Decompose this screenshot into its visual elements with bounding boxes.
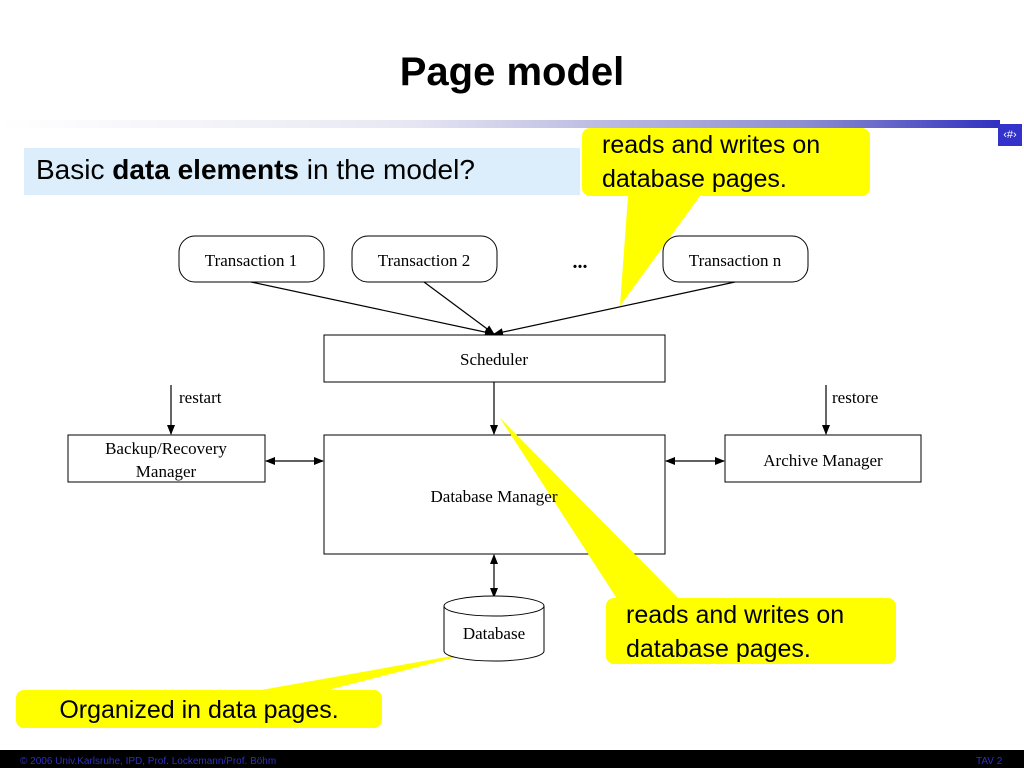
question-text: Basic data elements in the model? xyxy=(36,154,475,186)
page-title: Page model xyxy=(399,50,625,94)
transaction-1-label: Transaction 1 xyxy=(205,251,297,270)
callout-top: reads and writes on database pages. xyxy=(582,128,870,196)
backup-recovery-manager-box xyxy=(67,434,266,483)
transaction-ellipsis: ... xyxy=(573,251,588,273)
scheduler-label: Scheduler xyxy=(460,350,528,369)
callout-bottom: Organized in data pages. xyxy=(16,690,382,728)
archive-manager-box xyxy=(724,434,922,483)
transaction-n-label: Transaction n xyxy=(689,251,782,270)
arrow-tn-scheduler xyxy=(493,281,736,337)
archive-manager-label: Archive Manager xyxy=(763,451,883,470)
callout-right-pointer-overlay xyxy=(500,418,680,600)
callout-right: reads and writes on database pages. xyxy=(606,598,896,664)
backup-recovery-label-line1: Backup/Recovery xyxy=(105,439,227,458)
slide-number: ‹#› xyxy=(998,124,1022,146)
restore-label: restore xyxy=(832,388,878,407)
database-manager-label: Database Manager xyxy=(431,487,558,506)
database-cylinder-icon xyxy=(443,595,545,662)
transaction-2-label: Transaction 2 xyxy=(378,251,470,270)
footer-bar xyxy=(0,750,1024,768)
question-bold: data elements xyxy=(112,154,299,185)
footer-copyright: © 2006 Univ.Karlsruhe, IPD, Prof. Lockem… xyxy=(20,756,277,767)
callout-bottom-pointer xyxy=(250,651,480,692)
callout-top-pointer xyxy=(620,196,700,306)
title-divider-bar xyxy=(0,120,1000,128)
question-banner xyxy=(24,148,580,195)
arrow-t1-scheduler xyxy=(250,281,495,337)
transaction-n-box xyxy=(662,235,809,283)
question-prefix: Basic xyxy=(36,154,113,185)
question-suffix: in the model? xyxy=(299,154,475,185)
database-label: Database xyxy=(463,624,525,643)
restart-label: restart xyxy=(179,388,222,407)
backup-recovery-label-line2: Manager xyxy=(136,462,197,481)
footer-slide-label: TAV 2 xyxy=(976,756,1003,767)
arrow-t2-scheduler xyxy=(423,281,495,335)
